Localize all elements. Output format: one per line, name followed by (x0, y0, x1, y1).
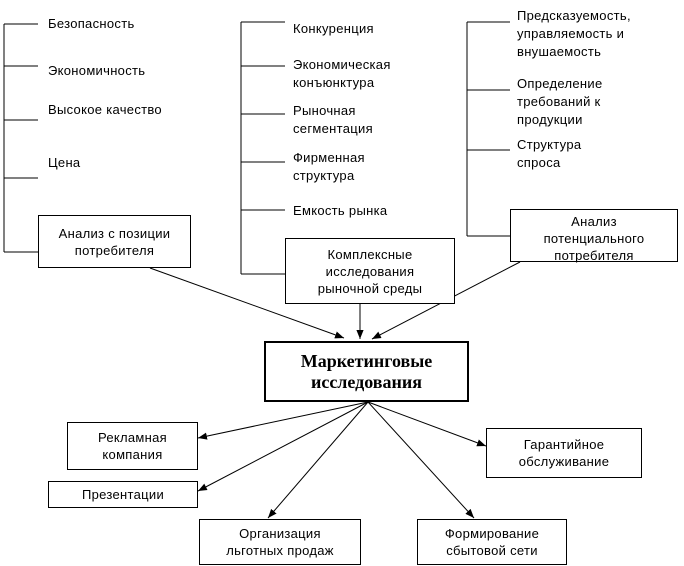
label-safety: Безопасность (48, 16, 135, 31)
label-high-quality: Высокое качество (48, 102, 162, 117)
box-warranty-service: Гарантийное обслуживание (486, 428, 642, 478)
label-market-segmentation: Рыночная сегментация (293, 103, 373, 136)
label-demand-structure: Структура спроса (517, 137, 582, 170)
label-economic-conditions: Экономическая конъюнктура (293, 57, 391, 90)
box-presentations: Презентации (48, 481, 198, 508)
label-product-requirements: Определение требований к продукции (517, 76, 603, 127)
arrow-to-presentations (197, 401, 369, 492)
arrow-to-warranty (367, 401, 487, 447)
arrow-consumer-to-center (149, 267, 345, 339)
box-consumer-analysis: Анализ с позиции потребителя (38, 215, 191, 268)
box-preferential-sales: Организация льготных продаж (199, 519, 361, 565)
box-sales-network: Формирование сбытовой сети (417, 519, 567, 565)
label-economy: Экономичность (48, 63, 146, 78)
arrow-to-network (367, 401, 475, 519)
arrow-to-preferential (267, 401, 369, 519)
label-predictability: Предсказуемость, управляемость и внушаем… (517, 8, 631, 59)
box-market-research: Комплексные исследования рыночной среды (285, 238, 455, 304)
box-potential-consumer: Анализ потенциального потребителя (510, 209, 678, 263)
label-competition: Конкуренция (293, 21, 374, 36)
label-market-capacity: Емкость рынка (293, 203, 388, 218)
arrow-to-ad (197, 401, 369, 440)
box-ad-campaign: Рекламная компания (67, 422, 198, 470)
center-marketing-research: Маркетинговые исследования (264, 341, 469, 402)
label-firm-structure: Фирменная структура (293, 150, 365, 183)
label-price: Цена (48, 155, 81, 170)
